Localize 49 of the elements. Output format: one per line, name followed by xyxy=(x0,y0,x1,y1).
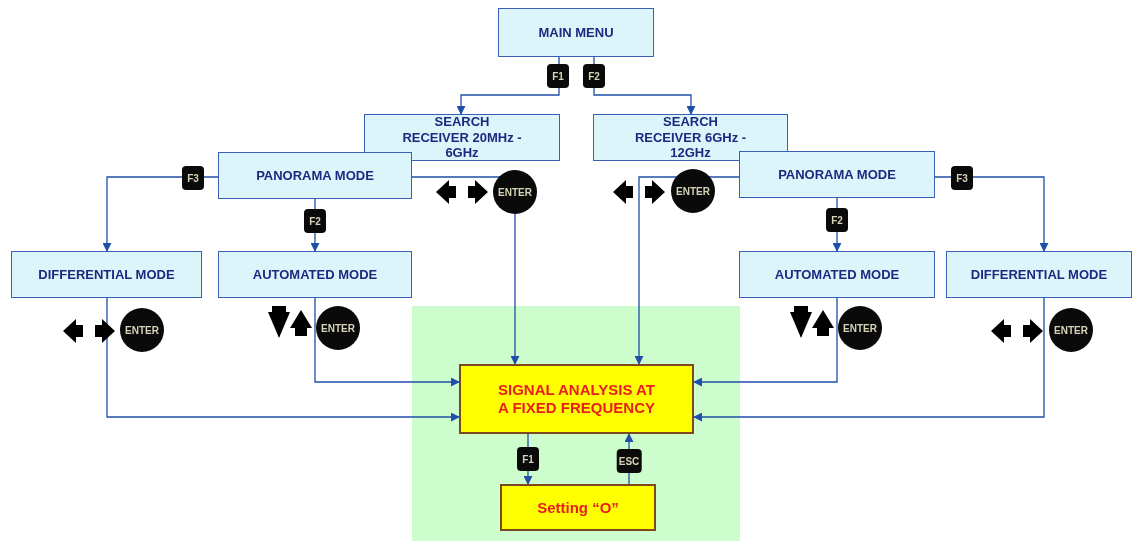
key-cap-label: F1 xyxy=(517,447,539,471)
enter-key-label: ENTER xyxy=(671,169,715,213)
box-title: DIFFERENTIAL MODE xyxy=(969,266,1109,283)
connector-arrow xyxy=(693,297,1045,422)
connector-arrow xyxy=(314,297,460,387)
enter-key-label: ENTER xyxy=(1049,308,1093,352)
key-cap-label: F2 xyxy=(583,64,605,88)
box-title: AUTOMATED MODE xyxy=(773,266,901,283)
connector-arrow xyxy=(106,297,460,422)
menu-box xyxy=(498,8,654,57)
key-cap-label: F1 xyxy=(547,64,569,88)
box-title: PANORAMA MODE xyxy=(777,166,897,183)
result-box xyxy=(500,484,656,531)
connector-arrow xyxy=(456,56,560,115)
connector-arrow xyxy=(934,176,1049,252)
box-title: Setting “O” xyxy=(536,498,620,517)
key-cap-label: F2 xyxy=(304,209,326,233)
highlight-panel xyxy=(412,306,740,541)
box-title: DIFFERENTIAL MODE xyxy=(37,266,176,283)
enter-key-label: ENTER xyxy=(493,170,537,214)
box-title: PANORAMA MODE xyxy=(255,167,375,184)
box-title: SEARCH RECEIVER 6GHz - 12GHz xyxy=(633,114,748,161)
box-title: SIGNAL ANALYSIS AT A FIXED FREQUENCY xyxy=(497,381,656,417)
menu-box xyxy=(739,151,935,198)
key-cap-label: F2 xyxy=(826,208,848,232)
menu-box xyxy=(739,251,935,298)
connector-arrow xyxy=(310,198,320,252)
connector-arrow xyxy=(593,56,696,115)
box-title: SEARCH RECEIVER 20MHz - 6GHz xyxy=(401,114,523,161)
menu-box xyxy=(364,114,560,161)
key-cap-label: F3 xyxy=(182,166,204,190)
key-cap-label: ESC xyxy=(616,449,642,473)
connector-arrow xyxy=(523,433,533,485)
box-title: AUTOMATED MODE xyxy=(251,266,379,283)
key-cap-label: F3 xyxy=(951,166,973,190)
menu-box xyxy=(11,251,202,298)
result-box xyxy=(459,364,694,434)
enter-key-label: ENTER xyxy=(120,308,164,352)
connector-arrow xyxy=(693,297,838,387)
connector-arrow xyxy=(102,176,219,252)
menu-box xyxy=(946,251,1132,298)
menu-box xyxy=(218,152,412,199)
connector-arrow xyxy=(634,176,740,365)
enter-key-label: ENTER xyxy=(316,306,360,350)
menu-box xyxy=(218,251,412,298)
enter-key-label: ENTER xyxy=(838,306,882,350)
connector-arrow xyxy=(832,197,842,252)
menu-box xyxy=(593,114,788,161)
box-title: MAIN MENU xyxy=(537,24,615,41)
